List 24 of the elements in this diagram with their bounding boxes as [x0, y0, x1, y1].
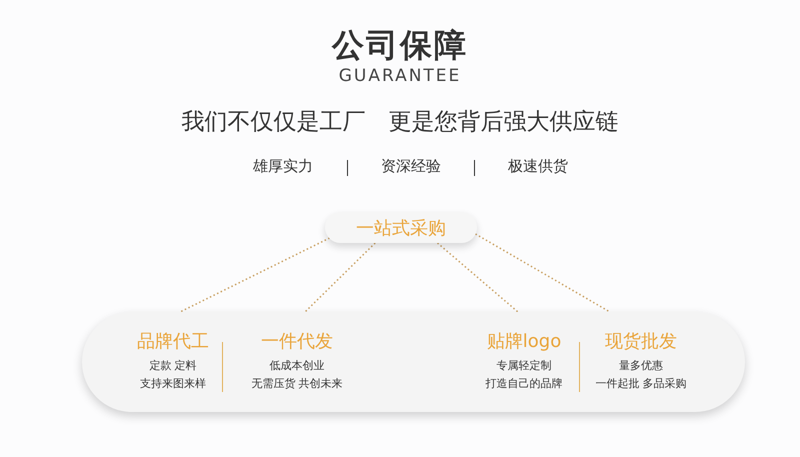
feature-label: 极速供货	[507, 157, 569, 176]
feature-text: 量多优惠	[618, 358, 664, 373]
dotted-connector	[437, 242, 518, 313]
dotted-connector	[304, 242, 376, 313]
feature-text: 一件起批 多品采购	[594, 376, 688, 391]
dotted-connector	[180, 237, 330, 313]
feature-heading: 品牌代工	[136, 330, 210, 353]
slogan: 我们不仅仅是工厂 更是您背后强大供应链	[180, 108, 620, 137]
dotted-connector	[475, 233, 610, 313]
feature-heading: 一件代发	[260, 330, 334, 353]
feature-text: 打造自己的品牌	[484, 376, 564, 391]
feature-heading: 现货批发	[604, 330, 678, 353]
feature-text: 无需压货 共创未来	[250, 376, 344, 391]
feature-text: 专属轻定制	[496, 358, 552, 373]
hub-label: 一站式采购	[355, 217, 447, 240]
feature-text: 低成本创业	[268, 358, 326, 373]
feature-heading: 贴牌logo	[486, 330, 562, 353]
feature-label: 雄厚实力	[252, 157, 314, 176]
feature-text: 支持来图来样	[139, 376, 207, 391]
title: 公司保障	[330, 25, 469, 66]
hub-pill	[325, 212, 477, 243]
feature-text: 定款 定料	[148, 358, 198, 373]
feature-label: 资深经验	[380, 157, 442, 176]
subtitle: GUARANTEE	[338, 66, 462, 86]
